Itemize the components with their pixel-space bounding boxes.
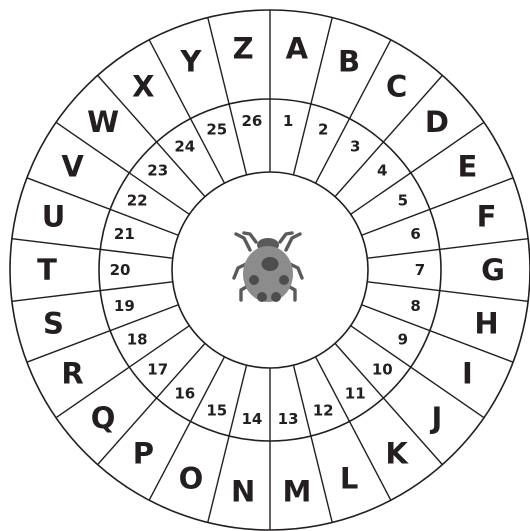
letter-s: S xyxy=(43,306,64,340)
number-17: 17 xyxy=(147,360,168,378)
letter-c: C xyxy=(386,69,407,103)
letter-x: X xyxy=(132,69,154,103)
number-15: 15 xyxy=(206,401,227,419)
letter-f: F xyxy=(477,200,497,234)
number-7: 7 xyxy=(415,261,425,279)
number-18: 18 xyxy=(127,331,148,349)
letter-e: E xyxy=(458,149,478,183)
ladybug-icon xyxy=(234,233,302,302)
letter-b: B xyxy=(338,44,360,78)
number-1: 1 xyxy=(283,112,293,130)
letter-m: M xyxy=(282,474,311,508)
letter-a: A xyxy=(286,32,309,66)
number-23: 23 xyxy=(147,162,168,180)
letter-w: W xyxy=(87,105,119,139)
number-24: 24 xyxy=(174,138,195,156)
segment-divider xyxy=(12,282,173,302)
number-13: 13 xyxy=(278,410,299,428)
number-9: 9 xyxy=(398,331,408,349)
number-20: 20 xyxy=(110,261,131,279)
letter-l: L xyxy=(340,462,358,496)
letter-g: G xyxy=(481,253,505,287)
number-10: 10 xyxy=(372,360,393,378)
number-21: 21 xyxy=(114,225,135,243)
number-4: 4 xyxy=(377,162,387,180)
letter-j: J xyxy=(430,401,443,435)
letter-i: I xyxy=(462,357,473,391)
number-12: 12 xyxy=(313,401,334,419)
ladybug-shell xyxy=(243,246,293,302)
letter-n: N xyxy=(231,474,255,508)
segment-divider xyxy=(12,239,173,259)
letter-t: T xyxy=(37,253,57,287)
number-22: 22 xyxy=(127,191,148,209)
number-11: 11 xyxy=(345,384,366,402)
letter-k: K xyxy=(385,437,409,471)
letter-r: R xyxy=(61,357,83,391)
number-2: 2 xyxy=(318,121,328,139)
number-26: 26 xyxy=(241,112,262,130)
letter-p: P xyxy=(133,437,154,471)
letter-d: D xyxy=(425,105,449,139)
number-8: 8 xyxy=(410,297,420,315)
letter-h: H xyxy=(474,306,498,340)
number-3: 3 xyxy=(350,138,360,156)
letter-y: Y xyxy=(179,44,202,78)
letter-v: V xyxy=(61,149,84,183)
letter-z: Z xyxy=(233,32,254,66)
letter-u: U xyxy=(42,200,66,234)
number-16: 16 xyxy=(174,384,195,402)
number-5: 5 xyxy=(398,191,408,209)
number-14: 14 xyxy=(241,410,262,428)
number-19: 19 xyxy=(114,297,135,315)
letter-o: O xyxy=(179,462,204,496)
number-6: 6 xyxy=(410,225,420,243)
number-25: 25 xyxy=(206,121,227,139)
letter-q: Q xyxy=(91,401,116,435)
